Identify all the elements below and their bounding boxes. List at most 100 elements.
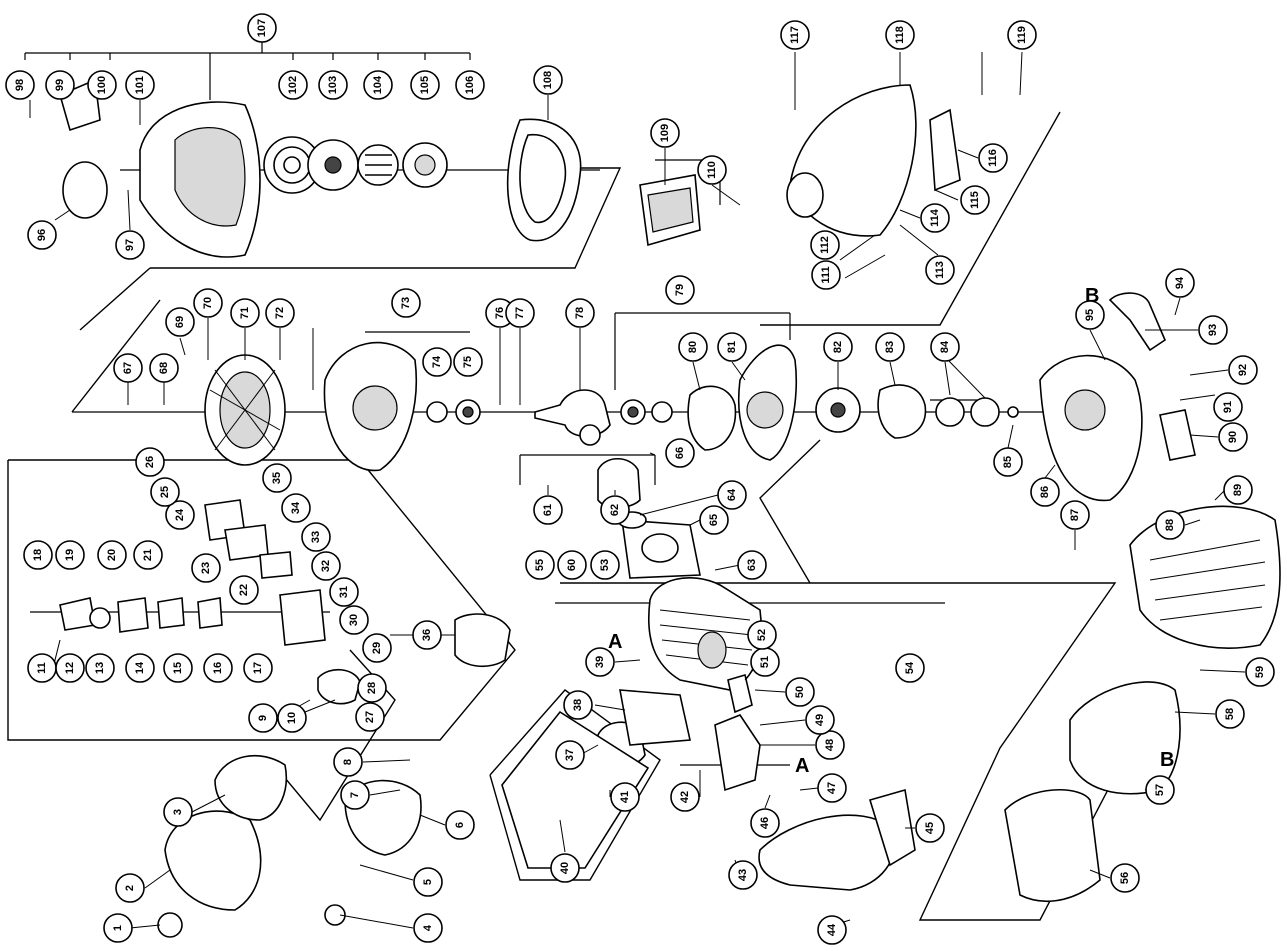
callout-37: 37 <box>555 740 585 770</box>
callout-number: 112 <box>819 236 831 254</box>
callout-21: 21 <box>133 540 163 570</box>
callout-number: 71 <box>239 307 251 319</box>
callout-number: 31 <box>338 586 350 598</box>
callout-25: 25 <box>150 477 180 507</box>
callout-3: 3 <box>163 797 193 827</box>
callout-number: 44 <box>826 923 838 936</box>
callout-number: 60 <box>566 559 578 571</box>
callout-number: 74 <box>431 355 443 368</box>
callout-54: 54 <box>895 653 925 683</box>
callout-number: 89 <box>1232 484 1244 496</box>
callout-number: 49 <box>814 714 826 726</box>
callout-number: 8 <box>342 759 354 765</box>
callout-number: 108 <box>542 71 554 89</box>
reference-label-b-bottom: B <box>1160 749 1174 771</box>
callout-number: 83 <box>884 341 896 353</box>
callout-78: 78 <box>565 298 595 328</box>
callout-number: 32 <box>320 560 332 572</box>
callout-71: 71 <box>230 298 260 328</box>
callout-30: 30 <box>339 605 369 635</box>
callout-number: 70 <box>202 297 214 309</box>
callout-40: 40 <box>550 853 580 883</box>
callout-116: 116 <box>978 143 1008 173</box>
callout-103: 103 <box>318 70 348 100</box>
callout-number: 87 <box>1069 509 1081 521</box>
callout-number: 105 <box>419 76 431 94</box>
callout-61: 61 <box>533 495 563 525</box>
callout-41: 41 <box>610 782 640 812</box>
callout-75: 75 <box>453 347 483 377</box>
reference-label-a-left: A <box>608 631 622 653</box>
callout-14: 14 <box>125 653 155 683</box>
callout-82: 82 <box>823 332 853 362</box>
callout-number: 35 <box>271 472 283 484</box>
callout-42: 42 <box>670 782 700 812</box>
callout-number: 59 <box>1254 666 1266 678</box>
callout-number: 86 <box>1039 486 1051 498</box>
callout-38: 38 <box>563 690 593 720</box>
callout-number: 39 <box>594 656 606 668</box>
callout-22: 22 <box>229 575 259 605</box>
callout-11: 11 <box>27 653 57 683</box>
callout-number: 14 <box>134 661 146 674</box>
callout-9: 9 <box>248 703 278 733</box>
callout-number: 115 <box>969 191 981 209</box>
callout-113: 113 <box>925 255 955 285</box>
callout-number: 51 <box>759 656 771 668</box>
callout-58: 58 <box>1215 699 1245 729</box>
callout-number: 33 <box>310 531 322 543</box>
callout-number: 98 <box>14 79 26 91</box>
callout-34: 34 <box>281 493 311 523</box>
callout-number: 5 <box>422 879 434 885</box>
callout-81: 81 <box>717 332 747 362</box>
callout-number: 92 <box>1237 364 1249 376</box>
callout-number: 16 <box>212 662 224 674</box>
callout-18: 18 <box>23 540 53 570</box>
callout-89: 89 <box>1223 475 1253 505</box>
callout-number: 47 <box>826 782 838 794</box>
callout-52: 52 <box>747 620 777 650</box>
callout-number: 93 <box>1207 324 1219 336</box>
callout-number: 41 <box>619 791 631 803</box>
callout-number: 90 <box>1227 431 1239 443</box>
callout-46: 46 <box>750 808 780 838</box>
callout-66: 66 <box>665 438 695 468</box>
callout-12: 12 <box>55 653 85 683</box>
callout-number: 6 <box>454 822 466 828</box>
callout-70: 70 <box>193 288 223 318</box>
callout-number: 30 <box>348 614 360 626</box>
callout-number: 9 <box>257 715 269 721</box>
callout-35: 35 <box>262 463 292 493</box>
callout-number: 11 <box>36 662 48 674</box>
callout-number: 72 <box>274 307 286 319</box>
callout-number: 100 <box>96 76 108 94</box>
reference-label-a-right: A <box>795 755 809 777</box>
callout-number: 64 <box>726 488 738 501</box>
callout-number: 113 <box>934 261 946 279</box>
callout-114: 114 <box>920 203 950 233</box>
callout-74: 74 <box>422 347 452 377</box>
callout-number: 48 <box>824 739 836 751</box>
callout-36: 36 <box>412 620 442 650</box>
callout-number: 78 <box>574 307 586 319</box>
callout-107: 107 <box>247 13 277 43</box>
callout-1: 1 <box>103 913 133 943</box>
callout-number: 25 <box>159 486 171 498</box>
callout-26: 26 <box>135 447 165 477</box>
callout-92: 92 <box>1228 355 1258 385</box>
callout-number: 111 <box>820 266 832 283</box>
callout-106: 106 <box>455 70 485 100</box>
callout-31: 31 <box>329 577 359 607</box>
callout-65: 65 <box>699 505 729 535</box>
callout-80: 80 <box>678 332 708 362</box>
callout-number: 77 <box>514 307 526 319</box>
callout-number: 3 <box>172 809 184 815</box>
callout-83: 83 <box>875 332 905 362</box>
callout-number: 23 <box>200 562 212 574</box>
callout-number: 2 <box>124 885 136 891</box>
callout-95: 95 <box>1075 300 1105 330</box>
callout-number: 56 <box>1119 872 1131 884</box>
callout-number: 10 <box>286 712 298 724</box>
callout-15: 15 <box>163 653 193 683</box>
callout-number: 80 <box>687 341 699 353</box>
